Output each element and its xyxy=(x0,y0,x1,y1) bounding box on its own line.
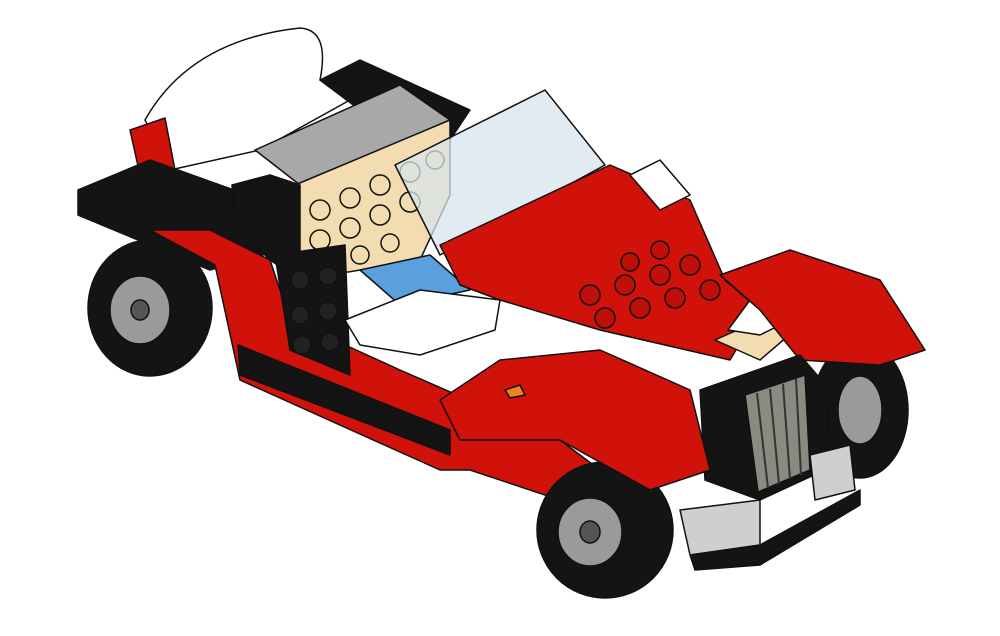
door-studs xyxy=(290,266,340,355)
rear-left-wheel xyxy=(87,239,213,377)
grille-bars xyxy=(756,378,802,489)
right-white-piece xyxy=(629,159,691,211)
front-seat xyxy=(344,289,501,356)
fender-orange-light xyxy=(504,384,526,399)
left-fender xyxy=(439,349,711,491)
sill xyxy=(237,344,451,456)
front-right-wheel xyxy=(811,341,909,479)
right-fender xyxy=(719,249,926,366)
hood-studs xyxy=(579,240,721,329)
windshield xyxy=(394,89,606,256)
grille xyxy=(744,374,811,493)
bumper-bar xyxy=(689,489,861,571)
folded-roof xyxy=(144,27,351,171)
right-bumper xyxy=(809,444,856,501)
front-left-wheel xyxy=(536,461,674,599)
